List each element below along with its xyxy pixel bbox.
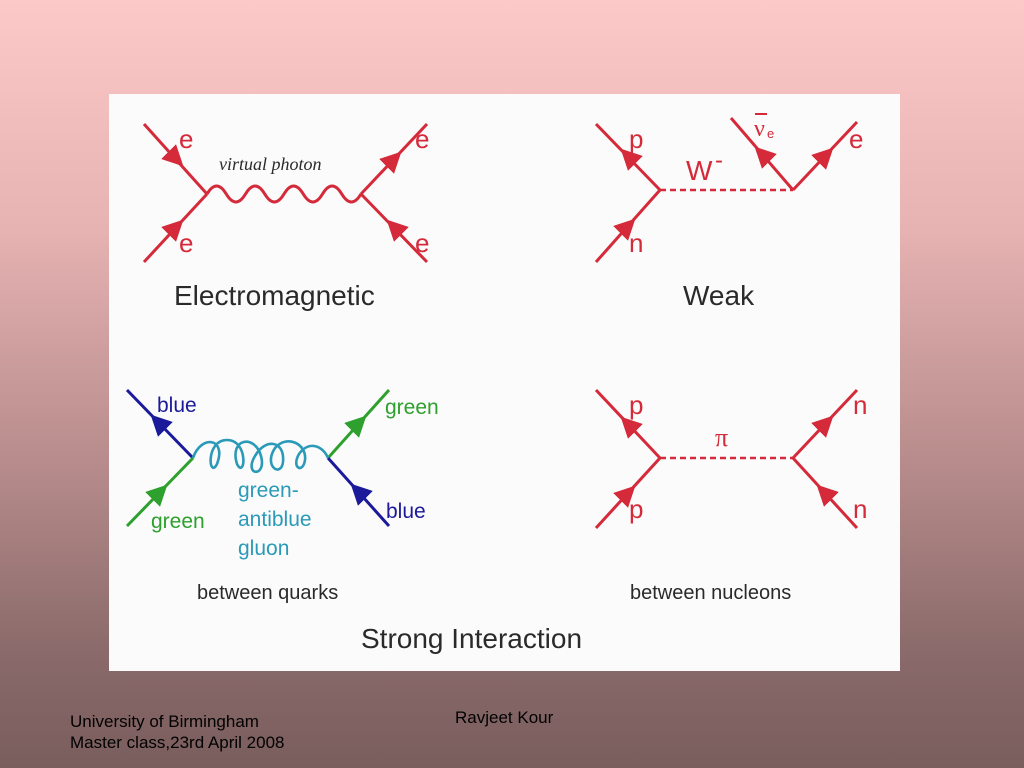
em-electron-line-top-left <box>142 122 209 196</box>
pion-label: π <box>715 423 728 452</box>
strong-nucleons-caption: between nucleons <box>630 582 791 604</box>
weak-diagram: p n W - ν e e Weak <box>594 113 863 311</box>
weak-neutron-line <box>594 189 662 263</box>
nucleon-line-p-bottom <box>594 456 662 530</box>
weak-electron-line <box>791 120 859 192</box>
weak-proton-line <box>594 122 662 192</box>
footer-institution: University of Birmingham Master class,23… <box>70 711 285 753</box>
weak-label-p: p <box>629 124 643 154</box>
em-label-bottom-left: e <box>179 228 193 258</box>
footer-university: University of Birmingham <box>70 712 259 731</box>
gluon-label-line1: green- <box>238 479 299 502</box>
weak-caption: Weak <box>683 280 755 311</box>
strong-interaction-caption: Strong Interaction <box>361 623 582 654</box>
em-electron-line-bottom-right <box>359 192 429 264</box>
electromagnetic-diagram: e e e e virtual photon Electromagnetic <box>142 122 429 311</box>
nucleon-label-n-bottom: n <box>853 494 867 524</box>
em-label-bottom-right: e <box>415 228 429 258</box>
em-label-top-left: e <box>179 124 193 154</box>
nucleon-line-n-top <box>791 388 859 460</box>
em-electron-line-top-right <box>359 122 429 196</box>
quark-label-green-top: green <box>385 396 439 419</box>
nucleon-label-n-top: n <box>853 390 867 420</box>
weak-label-w: W <box>686 155 713 186</box>
weak-label-e: e <box>849 124 863 154</box>
quark-line-blue-top-left <box>125 388 195 460</box>
feynman-diagrams-svg: e e e e virtual photon Electromagnetic <box>125 113 867 654</box>
strong-quarks-caption: between quarks <box>197 582 338 604</box>
weak-label-antineutrino-sub: e <box>767 126 774 141</box>
weak-label-antineutrino: ν <box>754 116 765 142</box>
em-caption: Electromagnetic <box>174 280 375 311</box>
quark-label-blue-bottom: blue <box>386 500 426 523</box>
strong-nucleons-diagram: p p π n n between nucleons <box>594 388 867 604</box>
quark-line-green-bottom-left <box>125 456 195 528</box>
weak-antineutrino-line <box>729 117 795 191</box>
gluon-label-line2: antiblue <box>238 508 312 531</box>
nucleon-label-p-bottom: p <box>629 494 643 524</box>
gluon-coil <box>191 438 330 473</box>
em-mediator-label: virtual photon <box>219 154 322 174</box>
quark-line-blue-bottom-right <box>326 456 391 528</box>
nucleon-line-n-bottom <box>791 456 859 530</box>
gluon-label-line3: gluon <box>238 537 289 560</box>
nucleon-line-p-top <box>594 388 662 460</box>
strong-quarks-diagram: blue green green blue green- antiblue gl… <box>125 388 439 604</box>
footer-author: Ravjeet Kour <box>455 708 554 727</box>
em-electron-line-bottom-left <box>142 192 209 264</box>
em-label-top-right: e <box>415 124 429 154</box>
weak-label-n: n <box>629 228 643 258</box>
em-virtual-photon-wave <box>205 184 363 204</box>
quark-label-green-bottom: green <box>151 510 205 533</box>
nucleon-label-p-top: p <box>629 390 643 420</box>
quark-line-green-top-right <box>326 388 391 460</box>
footer-event-date: Master class,23rd April 2008 <box>70 733 285 752</box>
quark-label-blue-top: blue <box>157 394 197 417</box>
weak-label-w-charge: - <box>715 147 723 174</box>
feynman-diagrams-figure: e e e e virtual photon Electromagnetic <box>109 94 900 671</box>
